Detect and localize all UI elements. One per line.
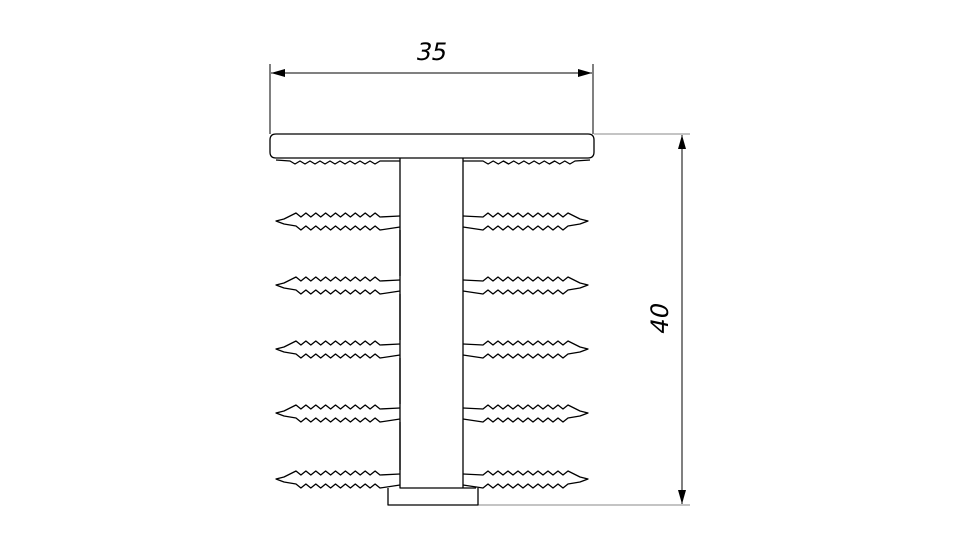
right-fin-1 — [462, 212, 589, 231]
top-right-underside — [463, 159, 591, 165]
heatsink-profile — [269, 133, 595, 506]
right-fin-5 — [462, 470, 589, 489]
left-fin-1 — [275, 212, 401, 231]
left-fin-4 — [275, 404, 401, 423]
width-dimension: 35 — [269, 37, 594, 134]
left-fin-2 — [275, 276, 401, 295]
right-fin-4 — [462, 404, 589, 423]
top-left-underside — [275, 159, 400, 165]
central-web — [399, 158, 476, 489]
right-fin-3 — [462, 340, 589, 359]
left-fin-3 — [275, 340, 401, 359]
fin-group — [275, 159, 591, 489]
height-dimension: 40 — [478, 133, 690, 506]
top-plate — [269, 133, 595, 159]
right-fin-2 — [462, 276, 589, 295]
height-dimension-label: 40 — [645, 300, 674, 337]
width-dimension-label: 35 — [414, 37, 451, 66]
left-fin-5 — [275, 470, 401, 489]
base-foot — [387, 488, 479, 506]
